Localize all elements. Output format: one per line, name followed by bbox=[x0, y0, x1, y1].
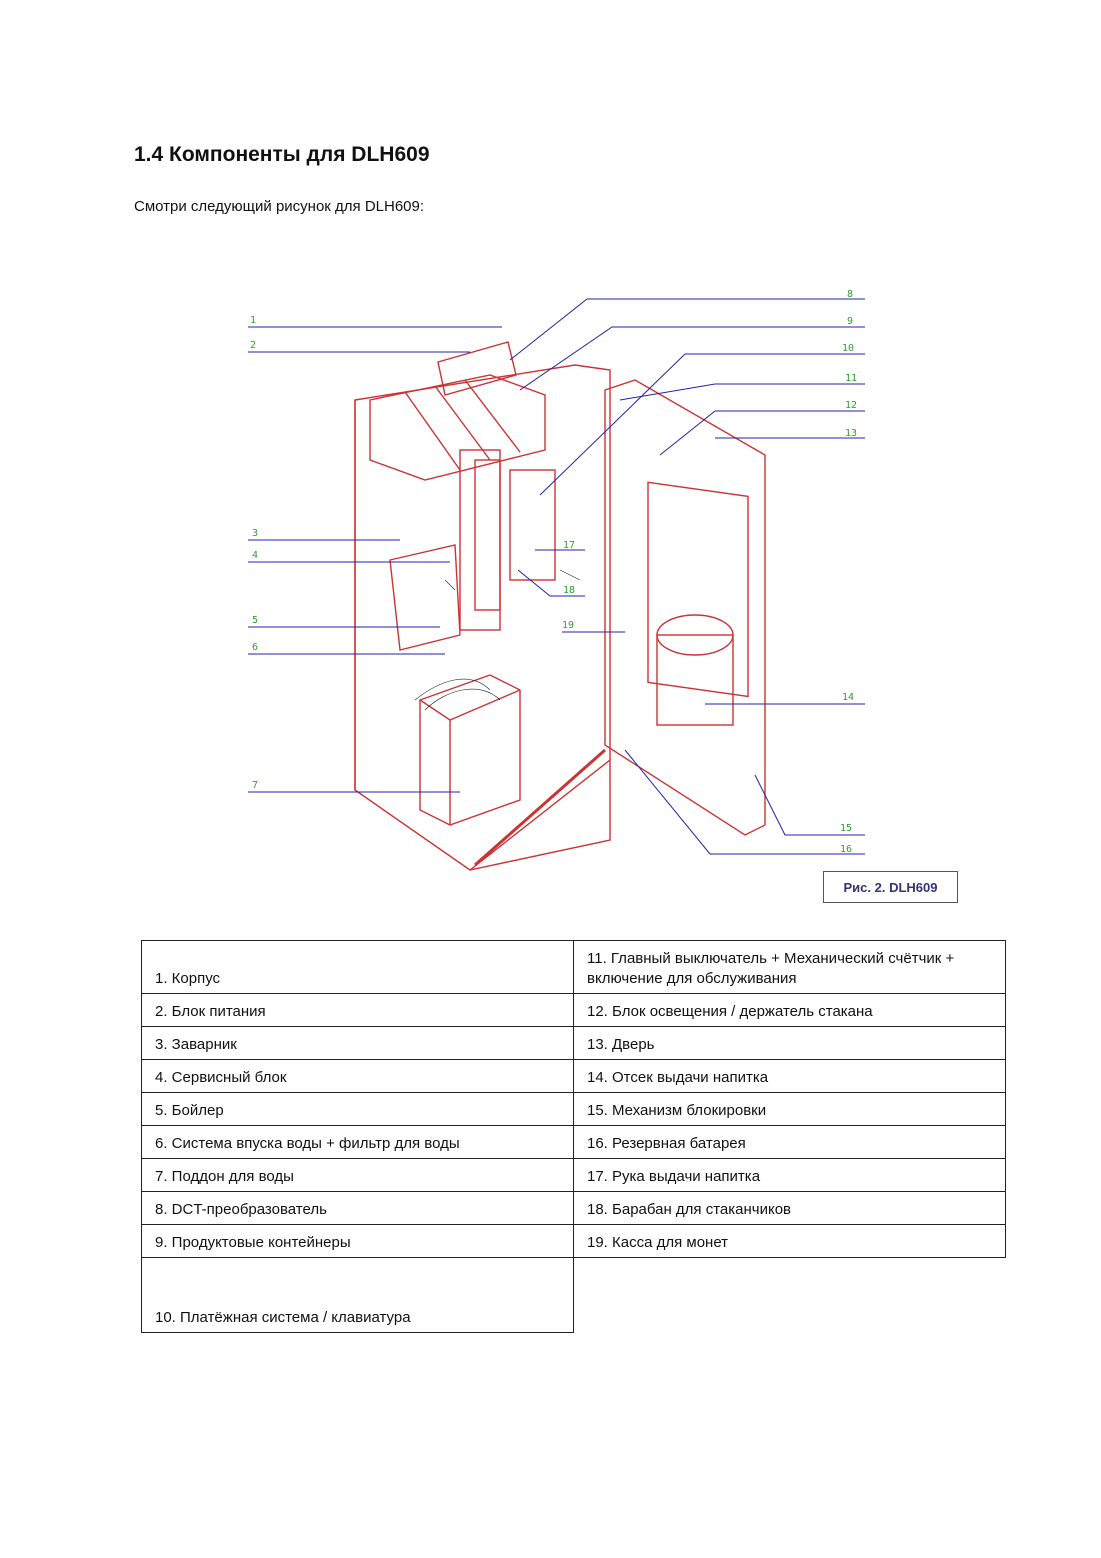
callout-15: 15 bbox=[840, 823, 852, 834]
component-cell-right: 11. Главный выключатель + Механический с… bbox=[573, 940, 1006, 994]
leader-8 bbox=[509, 298, 865, 361]
callout-6: 6 bbox=[252, 642, 258, 653]
callout-8: 8 bbox=[847, 289, 853, 300]
callout-11: 11 bbox=[845, 373, 857, 384]
callout-14: 14 bbox=[842, 692, 854, 703]
leader-15 bbox=[754, 774, 865, 836]
door-panel bbox=[647, 481, 749, 698]
callout-7: 7 bbox=[252, 780, 258, 791]
component-cell-left: 9. Продуктовые контейнеры bbox=[141, 1224, 574, 1258]
callout-12: 12 bbox=[845, 400, 857, 411]
cup-drum bbox=[509, 469, 556, 581]
power-block-outline bbox=[437, 341, 517, 396]
component-cell-right: 13. Дверь bbox=[573, 1026, 1006, 1060]
callout-9: 9 bbox=[847, 316, 853, 327]
boiler-outline bbox=[389, 544, 461, 651]
callout-17: 17 bbox=[563, 540, 575, 551]
table-row: 6. Система впуска воды + фильтр для воды… bbox=[141, 1125, 1006, 1159]
page-title: 1.4 Компоненты для DLH609 bbox=[134, 143, 430, 166]
callout-13: 13 bbox=[845, 428, 857, 439]
leader-9 bbox=[519, 326, 865, 391]
component-cell-left: 4. Сервисный блок bbox=[141, 1059, 574, 1093]
leader-10 bbox=[539, 353, 865, 496]
component-cell-left: 2. Блок питания bbox=[141, 993, 574, 1027]
component-cell-left: 7. Поддон для воды bbox=[141, 1158, 574, 1192]
component-cell-right: 18. Барабан для стаканчиков bbox=[573, 1191, 1006, 1225]
door-outline bbox=[604, 379, 766, 836]
callout-16: 16 bbox=[840, 844, 852, 855]
water-tray-outline bbox=[419, 674, 521, 826]
machine-diagram: 1 2 3 4 5 6 7 8 9 10 11 12 13 14 15 16 1… bbox=[248, 289, 865, 871]
intro-text: Смотри следующий рисунок для DLH609: bbox=[134, 198, 425, 215]
table-row: 10. Платёжная система / клавиатура bbox=[141, 1257, 1006, 1333]
containers-outline bbox=[369, 374, 546, 481]
component-cell-left: 6. Система впуска воды + фильтр для воды bbox=[141, 1125, 574, 1159]
component-cell-right: 12. Блок освещения / держатель стакана bbox=[573, 993, 1006, 1027]
figure-caption: Рис. 2. DLH609 bbox=[823, 871, 958, 903]
callout-2: 2 bbox=[250, 340, 256, 351]
component-cell-right: 14. Отсек выдачи напитка bbox=[573, 1059, 1006, 1093]
leader-16 bbox=[624, 749, 865, 855]
cabinet-outline bbox=[354, 364, 611, 871]
callout-10: 10 bbox=[842, 343, 854, 354]
callout-1: 1 bbox=[250, 315, 256, 326]
beverage-compartment bbox=[656, 634, 734, 726]
component-cell-left: 3. Заварник bbox=[141, 1026, 574, 1060]
component-cell-left: 8. DCT-преобразователь bbox=[141, 1191, 574, 1225]
component-cell-right: 15. Механизм блокировки bbox=[573, 1092, 1006, 1126]
leader-11 bbox=[619, 383, 865, 401]
leader-18 bbox=[517, 569, 585, 597]
leader-12 bbox=[659, 410, 865, 456]
component-cell-right: 16. Резервная батарея bbox=[573, 1125, 1006, 1159]
component-cell-right: 19. Касса для монет bbox=[573, 1224, 1006, 1258]
component-cell-left: 5. Бойлер bbox=[141, 1092, 574, 1126]
component-cell-left: 10. Платёжная система / клавиатура bbox=[141, 1257, 574, 1333]
component-cell-right bbox=[574, 1258, 1006, 1333]
callout-4: 4 bbox=[252, 550, 258, 561]
component-cell-right: 17. Рука выдачи напитка bbox=[573, 1158, 1006, 1192]
machine-figure: 1 2 3 4 5 6 7 8 9 10 11 12 13 14 15 16 1… bbox=[240, 280, 880, 880]
callout-5: 5 bbox=[252, 615, 258, 626]
component-cell-left: 1. Корпус bbox=[141, 940, 574, 994]
callout-18: 18 bbox=[563, 585, 575, 596]
callout-19: 19 bbox=[562, 620, 574, 631]
brewer-column bbox=[459, 449, 501, 631]
callout-3: 3 bbox=[252, 528, 258, 539]
